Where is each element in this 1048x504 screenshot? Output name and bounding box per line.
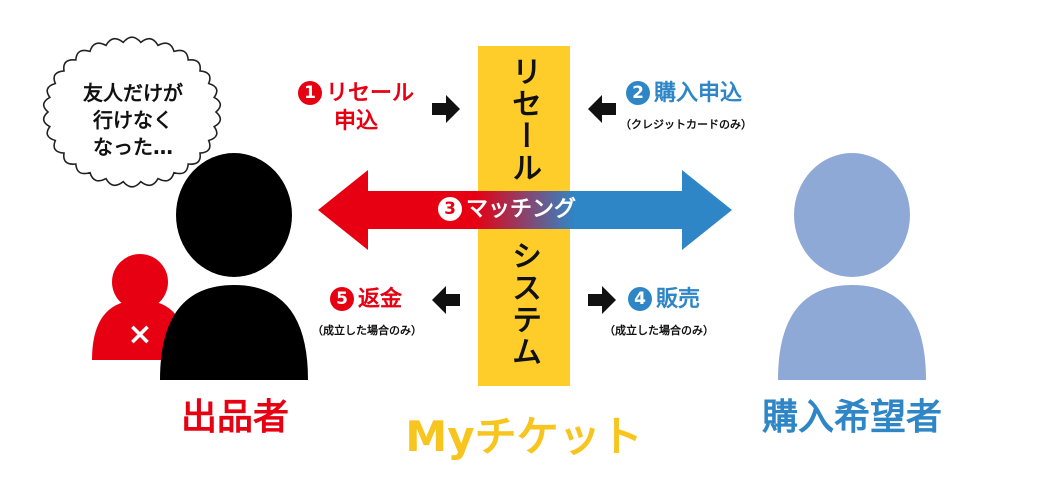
step2-note: （クレジットカードのみ） (620, 118, 752, 131)
step1-number-badge: 1 (297, 81, 322, 105)
matching-double-arrow (318, 170, 732, 250)
speech-bubble-text: 友人だけが 行けなく なった… (83, 81, 183, 159)
step4-arrow-icon (588, 286, 616, 314)
seller-person-icon (160, 153, 308, 380)
resale-bar-bottom-text: システム (506, 240, 541, 368)
buyer-label: 購入希望者 (761, 397, 942, 438)
step4-note: （成立した場合のみ） (604, 324, 714, 337)
friend-cross-mark: × (127, 317, 153, 352)
step5-arrow-icon (432, 286, 460, 314)
step4-number-badge: 4 (628, 287, 652, 311)
step5-number-badge: 5 (330, 287, 354, 311)
step1-arrow-icon (432, 95, 460, 123)
brand-label: Myチケット (405, 412, 643, 461)
speech-bubble (42, 36, 222, 188)
buyer-person-icon (778, 153, 926, 380)
resale-bar-top-text: リセール (506, 56, 541, 184)
seller-label: 出品者 (180, 397, 289, 438)
step2-arrow-icon (588, 95, 616, 123)
step2-number-badge: 2 (626, 81, 650, 105)
step5-note: （成立した場合のみ） (312, 324, 422, 337)
step3-number-badge: 3 (438, 197, 462, 221)
